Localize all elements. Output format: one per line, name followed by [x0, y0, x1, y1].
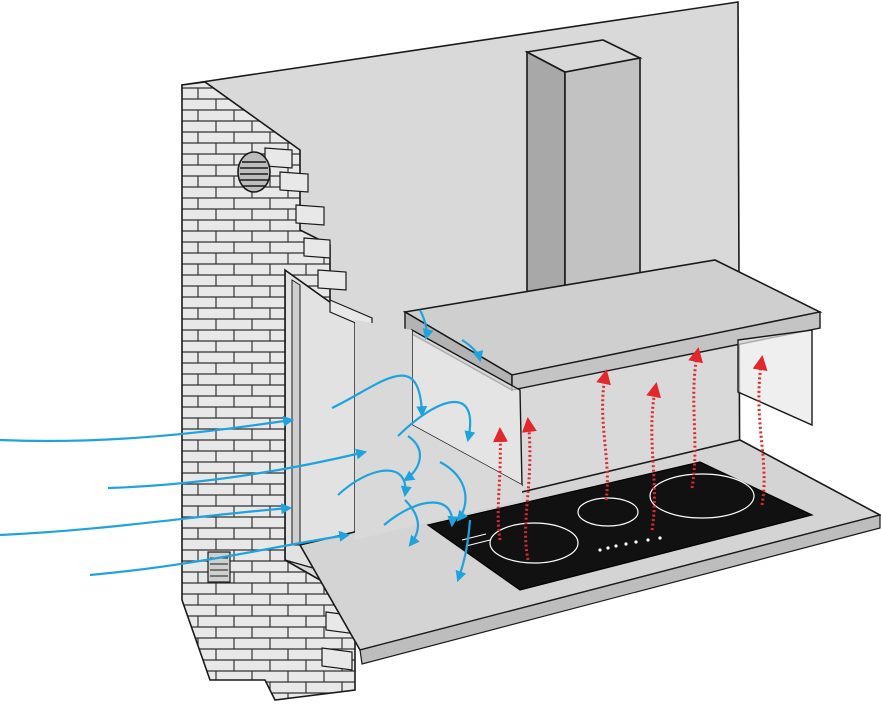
- cold-air-arrow: [337, 469, 412, 498]
- cold-air-arrow: [403, 435, 421, 482]
- hot-air-arrow: [596, 369, 611, 501]
- hot-air-arrow: [492, 427, 508, 541]
- cold-air-arrow: [404, 499, 420, 547]
- chimney-duct: [524, 39, 643, 317]
- cold-air-arrow: [0, 415, 295, 443]
- wall-vent-icon: [237, 151, 271, 193]
- cold-air-arrow: [89, 530, 351, 577]
- hob-zone-center: [577, 497, 639, 527]
- countertop-edge: [359, 514, 881, 665]
- hot-air-flow: [492, 347, 768, 561]
- cold-air-arrow: [331, 374, 428, 418]
- cold-air-arrow: [455, 519, 472, 583]
- cold-air-arrow: [461, 339, 484, 363]
- hot-air-arrow: [646, 382, 662, 531]
- cold-air-flow: [0, 309, 484, 583]
- cold-air-arrow: [439, 461, 468, 522]
- hob-zone-back-right: [649, 473, 755, 519]
- cold-air-arrow: [0, 503, 293, 537]
- cold-air-arrow: [419, 309, 434, 341]
- cold-air-arrow: [397, 400, 476, 443]
- wall-opening-inner: [291, 279, 301, 546]
- hot-air-arrow: [688, 347, 704, 489]
- induction-hob: [426, 461, 814, 591]
- hob-controls: [461, 533, 662, 552]
- hob-zone-front-left: [489, 522, 579, 564]
- cold-air-arrow: [107, 448, 368, 490]
- cold-air-arrow: [383, 501, 459, 528]
- hot-air-arrow: [752, 355, 768, 506]
